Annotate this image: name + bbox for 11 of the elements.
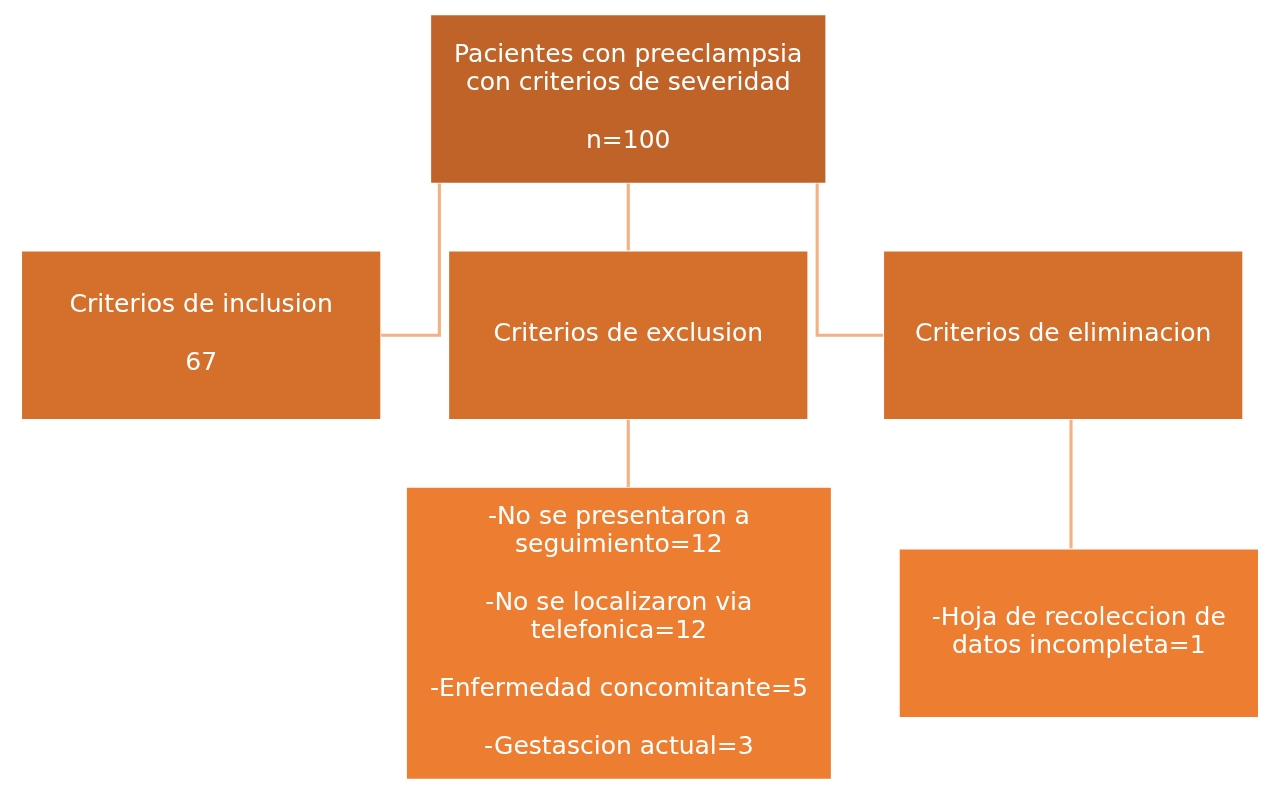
connector xyxy=(626,183,630,251)
node-box: -No se presentaron a seguimiento=12 -No se localizaron via telefonica=12 -Enfermedad concomitante=5 -Gestascion actual=3 xyxy=(404,486,832,781)
connector xyxy=(380,183,441,337)
node-box: Criterios de exclusion xyxy=(447,249,809,421)
node-box: Pacientes con preeclampsia con criterios de severidad n=100 xyxy=(429,13,827,185)
connector xyxy=(626,419,630,487)
node-box: Criterios de eliminacion xyxy=(882,249,1244,421)
connector xyxy=(1068,419,1073,549)
connector xyxy=(815,183,883,337)
node-box: -Hoja de recoleccion de datos incompleta=1 xyxy=(897,547,1259,719)
node-box: Criterios de inclusion 67 xyxy=(20,249,382,421)
